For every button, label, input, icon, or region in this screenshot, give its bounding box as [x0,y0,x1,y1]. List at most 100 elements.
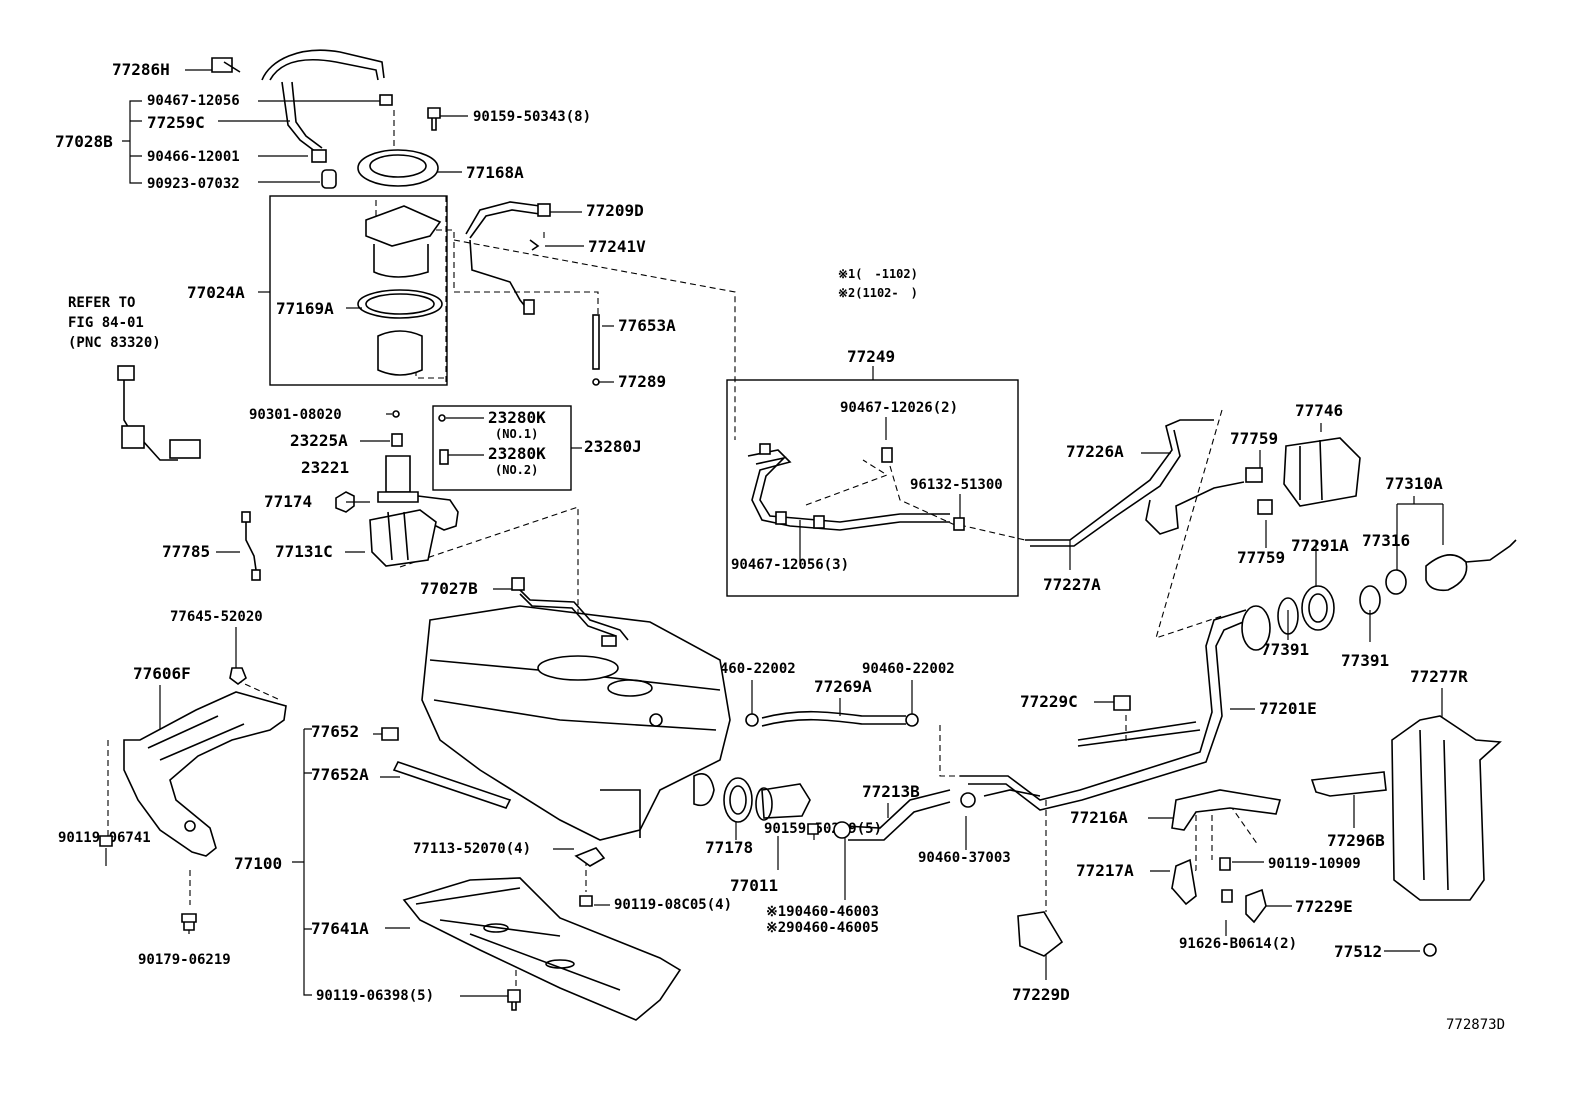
bolt-90119-06398 [507,989,521,1011]
connector-96132-51300 [953,517,965,531]
label-77178[interactable]: 77178 [705,838,753,857]
clamp-90460-46003 [833,821,851,839]
label-90159-50219[interactable]: 90159-50219(5) [764,821,882,837]
label-77296B[interactable]: 77296B [1327,831,1385,850]
oring-77391-a [1277,597,1299,635]
nut-77113-52070 [574,847,606,867]
bolt-90119-10909 [1219,857,1231,871]
label-90460-46003[interactable]: ※190460-46003 [766,904,879,920]
label-77269A[interactable]: 77269A [814,677,872,696]
label-90466-12001[interactable]: 90466-12001 [147,149,240,165]
label-77100[interactable]: 77100 [234,854,282,873]
hose-77269A [761,710,906,727]
label-77131C[interactable]: 77131C [275,542,333,561]
label-77241V[interactable]: 77241V [588,237,646,256]
label-77028B[interactable]: 77028B [55,132,113,151]
label-77113-52070[interactable]: 77113-52070(4) [413,841,531,857]
label-77011[interactable]: 77011 [730,876,778,895]
part-23280K-no2 [439,449,449,465]
label-77653A[interactable]: 77653A [618,316,676,335]
label-90460-22002-a[interactable]: 90460-22002 [703,661,796,677]
label-77229C[interactable]: 77229C [1020,692,1078,711]
label-90460-46005[interactable]: ※290460-46005 [766,920,879,936]
clip-77512 [1423,943,1437,957]
label-77310A[interactable]: 77310A [1385,474,1443,493]
label-77746[interactable]: 77746 [1295,401,1343,420]
label-90467-12056[interactable]: 90467-12056 [147,93,240,109]
connector-77241V [523,299,535,315]
label-77652A[interactable]: 77652A [311,765,369,784]
hose-upper [261,49,385,81]
bolt-91626-B0614 [1221,889,1233,903]
label-77606F[interactable]: 77606F [133,664,191,683]
label-23225A[interactable]: 23225A [290,431,348,450]
label-77652[interactable]: 77652 [311,722,359,741]
label-91626-B0614[interactable]: 91626-B0614(2) [1179,936,1297,952]
label-77168A[interactable]: 77168A [466,163,524,182]
ring-77316 [1385,569,1407,595]
label-90923-07032[interactable]: 90923-07032 [147,176,240,192]
label-96132-51300[interactable]: 96132-51300 [910,477,1003,493]
oring-77391-b [1359,585,1381,615]
bolt-90159-50343 [427,107,441,131]
label-77024A[interactable]: 77024A [187,283,245,302]
label-77316[interactable]: 77316 [1362,531,1410,550]
label-23280J[interactable]: 23280J [584,437,642,456]
hose-end-90923-07032 [321,169,337,189]
label-77229E[interactable]: 77229E [1295,897,1353,916]
label-77785[interactable]: 77785 [162,542,210,561]
label-77641A[interactable]: 77641A [311,919,369,938]
bracket-77216A [1171,789,1282,831]
bracket-77100 [292,728,312,996]
gasket-77169A [357,289,443,319]
label-77391-b[interactable]: 77391 [1341,651,1389,670]
label-77169A[interactable]: 77169A [276,299,334,318]
label-90159-50343[interactable]: 90159-50343(8) [473,109,591,125]
label-90301-08020[interactable]: 90301-08020 [249,407,342,423]
label-77217A[interactable]: 77217A [1076,861,1134,880]
label-90460-22002-b[interactable]: 90460-22002 [862,661,955,677]
bracket-77217A [1171,858,1197,906]
clamp-90460-22002-a [745,713,759,727]
label-90119-06398[interactable]: 90119-06398(5) [316,988,434,1004]
label-77226A[interactable]: 77226A [1066,442,1124,461]
rod-77653A [592,314,600,370]
label-77277R[interactable]: 77277R [1410,667,1468,686]
label-77759-a[interactable]: 77759 [1230,429,1278,448]
label-77289[interactable]: 77289 [618,372,666,391]
label-77249[interactable]: 77249 [847,347,895,366]
diagram-id: 772873D [1446,1017,1505,1033]
label-23280K-no1-sub: (NO.1) [495,427,538,441]
label-77174[interactable]: 77174 [264,492,312,511]
label-90179-06219[interactable]: 90179-06219 [138,952,231,968]
label-77286H[interactable]: 77286H [112,60,170,79]
label-23280K-no2[interactable]: 23280K [488,444,546,463]
label-77391-a[interactable]: 77391 [1261,640,1309,659]
label-90119-10909[interactable]: 90119-10909 [1268,856,1361,872]
label-90467-12056-3[interactable]: 90467-12056(3) [731,557,849,573]
bolt-90119-08C05 [579,895,593,907]
label-77229D[interactable]: 77229D [1012,985,1070,1004]
label-77759-b[interactable]: 77759 [1237,548,1285,567]
label-77201E[interactable]: 77201E [1259,699,1317,718]
label-90460-37003[interactable]: 90460-37003 [918,850,1011,866]
label-77216A[interactable]: 77216A [1070,808,1128,827]
ring-77291A [1301,585,1335,631]
label-77512[interactable]: 77512 [1334,942,1382,961]
pipe-77201E [960,609,1249,811]
label-77209D[interactable]: 77209D [586,201,644,220]
label-90119-08C05[interactable]: 90119-08C05(4) [614,897,732,913]
label-23221[interactable]: 23221 [301,458,349,477]
pump-flange-77024A [365,205,442,247]
label-77227A[interactable]: 77227A [1043,575,1101,594]
label-23280K-no1[interactable]: 23280K [488,408,546,427]
connector-77209D [537,203,551,217]
label-77291A[interactable]: 77291A [1291,536,1349,555]
label-77259C[interactable]: 77259C [147,113,205,132]
label-77027B[interactable]: 77027B [420,579,478,598]
label-77213B[interactable]: 77213B [862,782,920,801]
label-90467-12026[interactable]: 90467-12026(2) [840,400,958,416]
oring-90301-08020 [392,410,400,418]
label-77645-52020[interactable]: 77645-52020 [170,609,263,625]
